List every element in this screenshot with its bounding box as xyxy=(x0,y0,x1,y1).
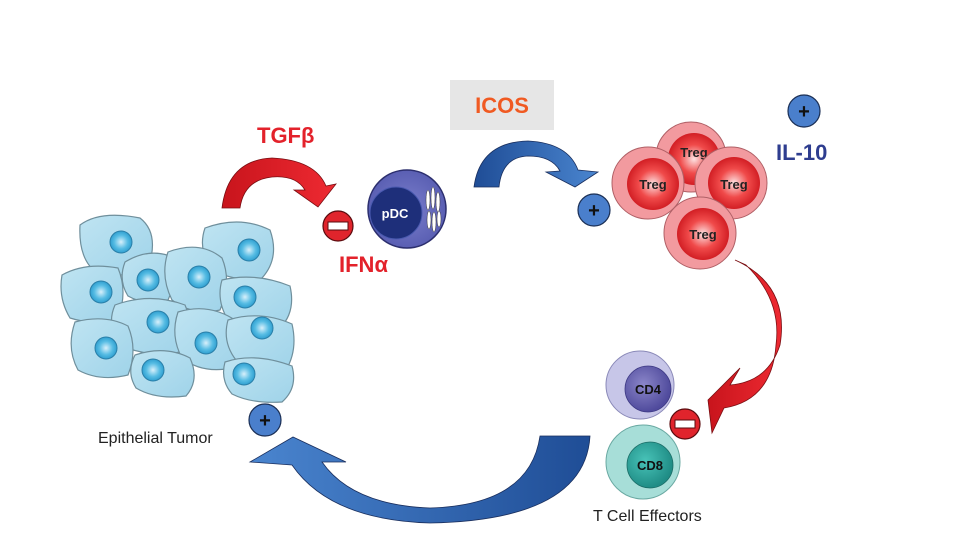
icos-arrow xyxy=(473,140,600,188)
treg-cluster: Treg Treg Treg Treg xyxy=(611,121,768,270)
cd4-cell: CD4 xyxy=(605,350,675,420)
pdc-label: pDC xyxy=(382,206,409,221)
tgf-beta-label: TGFβ xyxy=(257,123,314,148)
plus-icon: + xyxy=(259,410,271,432)
tumor-label: Epithelial Tumor xyxy=(98,430,213,447)
plus-badge-icos: + xyxy=(577,193,611,227)
treg-suppression-arrow-body xyxy=(703,258,787,432)
tumor-cell xyxy=(222,357,295,403)
treg-label: Treg xyxy=(720,177,748,192)
minus-badge-ifn xyxy=(322,210,354,242)
icos-label: ICOS xyxy=(475,93,529,118)
tgf-beta-arrow xyxy=(221,157,337,209)
ifn-alpha-label: IFNα xyxy=(339,252,388,277)
effector-arrow xyxy=(248,435,591,524)
plus-icon: + xyxy=(588,200,600,222)
treg-cell: Treg xyxy=(611,146,685,220)
icos-box xyxy=(450,80,554,130)
effectors-label: T Cell Effectors xyxy=(593,508,702,525)
treg-suppression-arrow xyxy=(707,259,782,435)
minus-badge-effectors xyxy=(669,408,701,440)
plus-badge-tumor: + xyxy=(248,403,282,437)
plus-icon: + xyxy=(798,101,810,123)
treg-label: Treg xyxy=(680,145,708,160)
il10-label: IL-10 xyxy=(776,140,827,165)
cd8-label: CD8 xyxy=(637,458,663,473)
cd4-label: CD4 xyxy=(635,382,662,397)
plus-badge-il10: + xyxy=(787,94,821,128)
treg-label: Treg xyxy=(639,177,667,192)
pdc-cell: pDC xyxy=(367,169,447,249)
treg-cell: Treg xyxy=(663,196,737,270)
tumor-nuclei xyxy=(89,230,274,386)
treg-label: Treg xyxy=(689,227,717,242)
epithelial-tumor-cells xyxy=(60,214,295,403)
cd8-cell: CD8 xyxy=(605,424,681,500)
